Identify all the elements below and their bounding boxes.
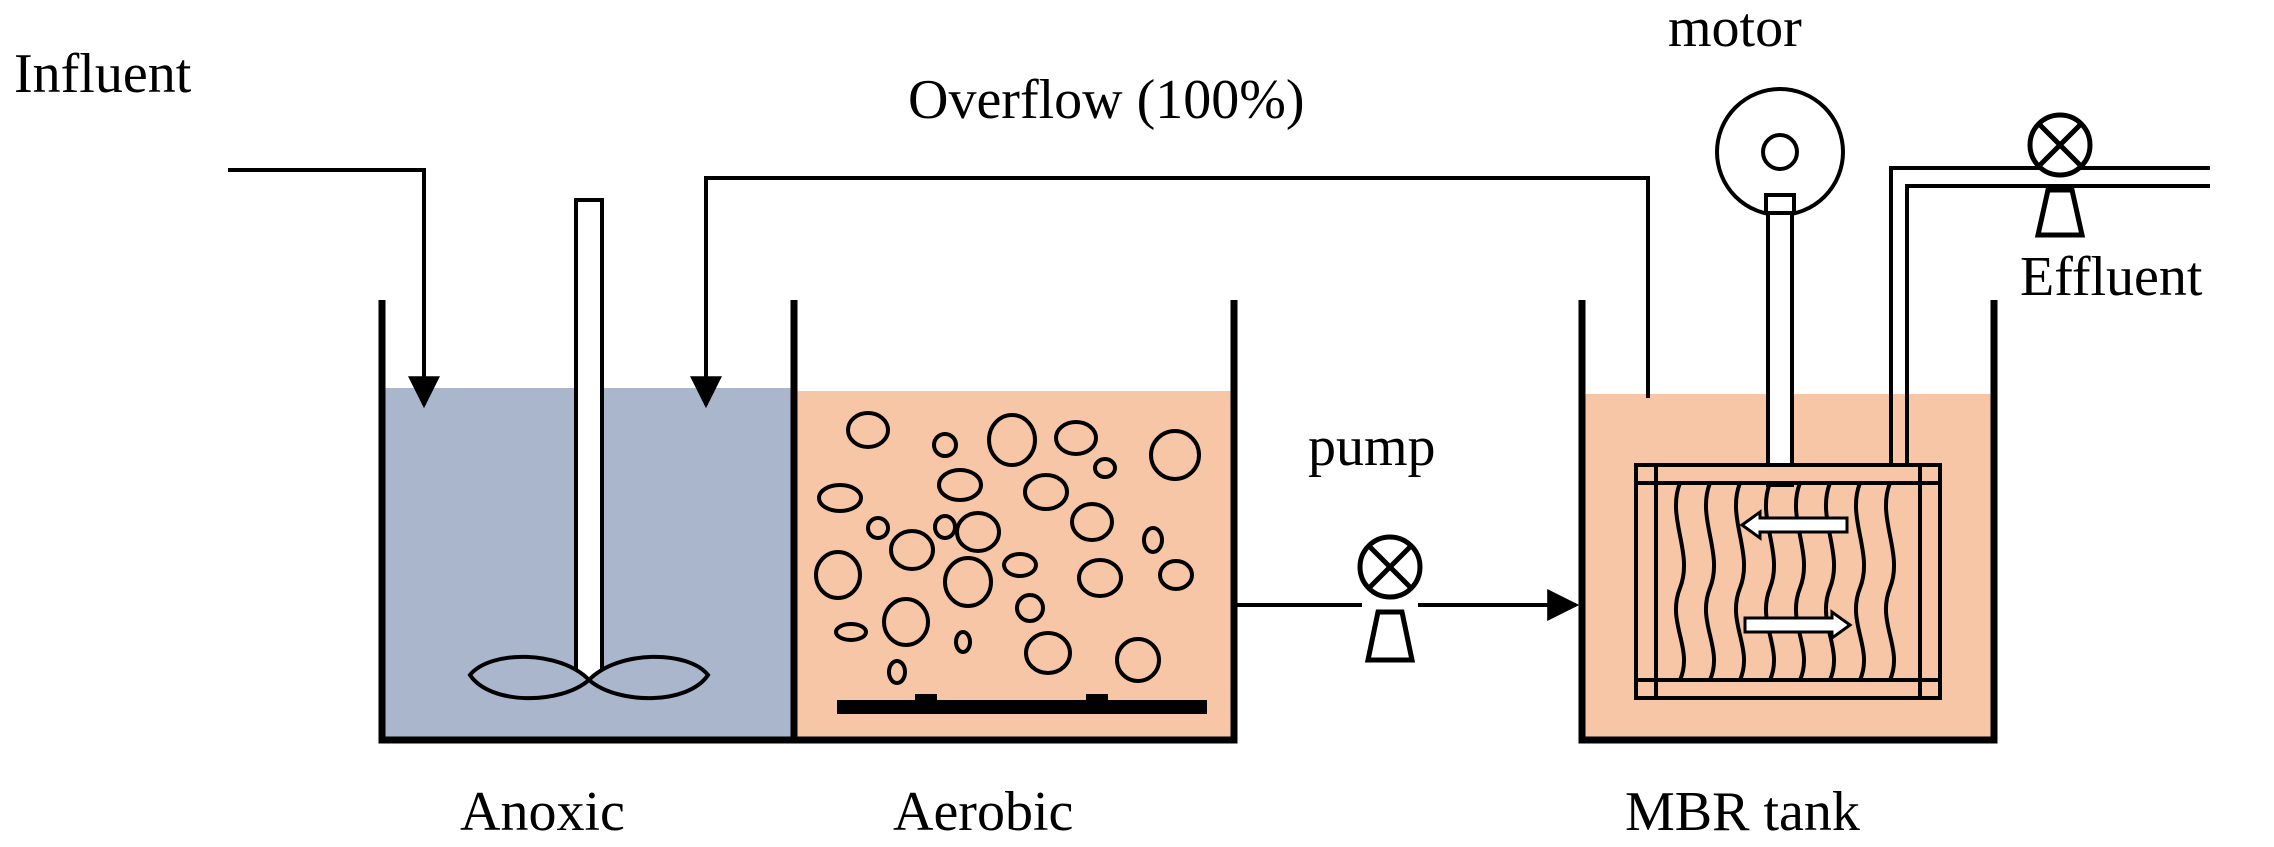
pump-label: pump bbox=[1308, 416, 1436, 478]
aerobic-liquid bbox=[794, 391, 1234, 740]
mbr-tank bbox=[1578, 300, 1998, 744]
membrane-module-icon bbox=[1634, 463, 1942, 700]
aeration-bubbles bbox=[814, 411, 1201, 685]
overflow-line bbox=[690, 176, 1650, 409]
flow-arrow-left-icon bbox=[1739, 509, 1849, 541]
influent-label: Influent bbox=[14, 43, 192, 105]
aeration-diffuser bbox=[837, 694, 1207, 714]
impeller-mixer-icon bbox=[467, 198, 711, 701]
peristaltic-pump-icon bbox=[1357, 534, 1423, 663]
aerobic-tank bbox=[790, 300, 1238, 744]
effluent-label: Effluent bbox=[2020, 246, 2203, 308]
effluent-pipe bbox=[1889, 166, 2210, 465]
motor-label: motor bbox=[1668, 0, 1802, 59]
aerobic-label: Aerobic bbox=[893, 781, 1073, 843]
motor-icon bbox=[1715, 87, 1845, 487]
flow-arrow-right-icon bbox=[1743, 609, 1853, 641]
anoxic-label: Anoxic bbox=[460, 781, 625, 843]
overflow-label: Overflow (100%) bbox=[908, 69, 1305, 131]
mbr-tank-label: MBR tank bbox=[1625, 781, 1860, 843]
effluent-pump-icon bbox=[2027, 112, 2093, 238]
influent-line bbox=[228, 168, 440, 409]
